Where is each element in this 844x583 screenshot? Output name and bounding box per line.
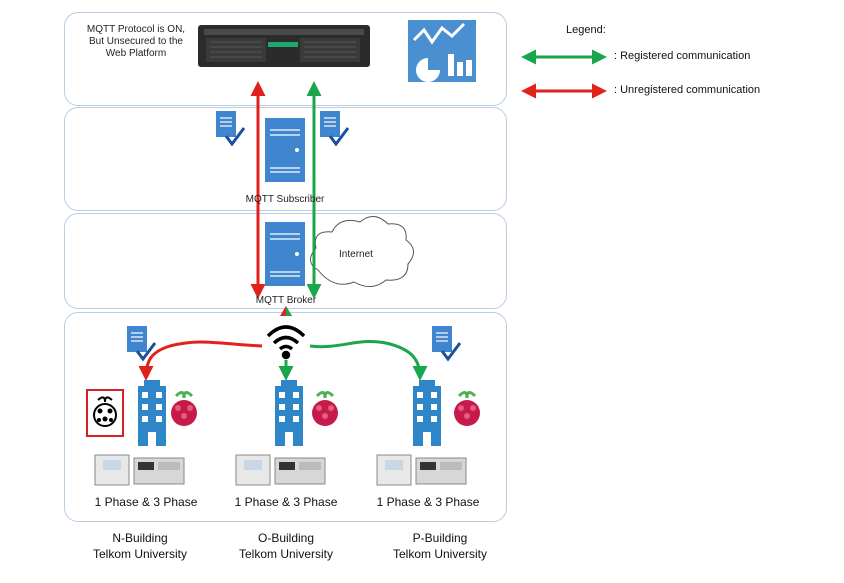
server-note-line-1: MQTT Protocol is ON, [86, 24, 186, 35]
document-check-icon [127, 326, 157, 362]
building-org: Telkom University [92, 547, 188, 561]
building-name: P-Building [412, 531, 468, 545]
raspberry-pi-icon [312, 391, 338, 426]
server-tower-icon [265, 222, 305, 286]
registered-wifi-arrow-right [309, 340, 428, 381]
energy-meter-icon [94, 454, 185, 486]
server-note: MQTT Protocol is ON, But Unsecured to th… [74, 24, 198, 60]
broker-uplink-arrow [280, 306, 292, 316]
raspberry-pi-icon [171, 391, 197, 426]
server-tower-icon [265, 118, 305, 182]
meter-label-p: 1 Phase & 3 Phase [376, 495, 480, 509]
legend-title: Legend: [566, 24, 606, 36]
building-name: N-Building [112, 531, 168, 545]
dashboard-chart-icon [408, 20, 476, 82]
energy-meter-icon [376, 454, 467, 486]
energy-meter-icon [235, 454, 326, 486]
subscriber-label: MQTT Subscriber [245, 194, 325, 205]
building-name: O-Building [257, 531, 315, 545]
office-building-icon [138, 380, 166, 446]
meter-label-o: 1 Phase & 3 Phase [234, 495, 338, 509]
broker-label: MQTT Broker [255, 295, 317, 306]
building-caption-o: O-Building Telkom University [226, 530, 346, 562]
meter-label-n: 1 Phase & 3 Phase [94, 495, 198, 509]
server-note-line-2: But Unsecured to the [89, 36, 183, 47]
building-caption-p: P-Building Telkom University [380, 530, 500, 562]
building-org: Telkom University [392, 547, 488, 561]
office-building-icon [275, 380, 303, 446]
server-rack-icon [198, 25, 370, 67]
building-org: Telkom University [238, 547, 334, 561]
raspberry-pi-icon-outline [86, 389, 124, 437]
document-check-icon [216, 111, 246, 147]
server-note-line-3: Web Platform [105, 48, 167, 59]
legend-unregistered-label: : Unregistered communication [614, 84, 761, 96]
office-building-icon [413, 380, 441, 446]
unregistered-wifi-arrow [138, 340, 263, 381]
document-check-icon [432, 326, 462, 362]
internet-label: Internet [339, 249, 373, 260]
wifi-icon [266, 325, 306, 360]
document-check-icon [320, 111, 350, 147]
raspberry-pi-icon [454, 391, 480, 426]
legend-registered-label: : Registered communication [614, 50, 751, 62]
building-caption-n: N-Building Telkom University [80, 530, 200, 562]
